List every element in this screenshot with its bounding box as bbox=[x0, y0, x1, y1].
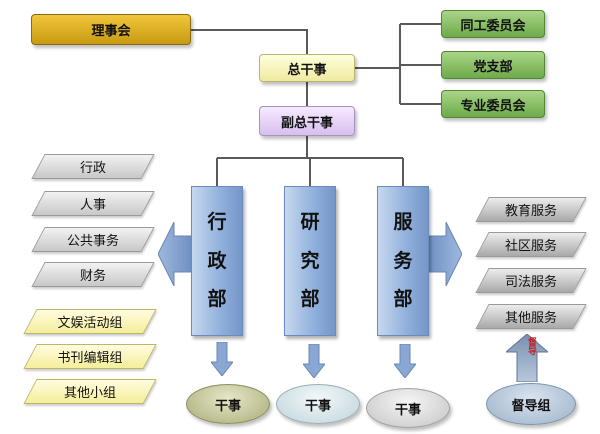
admin-unit-item: 行政 bbox=[38, 154, 148, 179]
down-arrow-icon bbox=[211, 342, 233, 376]
admin-unit-item: 人事 bbox=[38, 191, 148, 216]
down-arrow-icon bbox=[394, 344, 416, 378]
research-unit-item: 文娱活动组 bbox=[30, 309, 150, 334]
committee-label: 党支部 bbox=[473, 59, 513, 75]
right-arrow-icon bbox=[428, 222, 462, 286]
dept-char: 部 bbox=[393, 288, 413, 311]
board-box: 理事会 bbox=[31, 14, 191, 45]
staff-ellipse: 干事 bbox=[186, 384, 270, 424]
research-department: 研 究 部 bbox=[284, 186, 336, 336]
service-unit-label: 司法服务 bbox=[504, 275, 557, 290]
supervision-arrow-label: 督导 bbox=[526, 337, 536, 355]
dept-char: 部 bbox=[300, 288, 320, 311]
research-unit-label: 其他小组 bbox=[63, 386, 116, 401]
service-unit-item: 其他服务 bbox=[482, 304, 580, 329]
admin-unit-label: 财务 bbox=[79, 269, 106, 284]
down-arrow-icon bbox=[303, 344, 325, 378]
supervision-group-label: 督导组 bbox=[511, 398, 551, 414]
up-arrow-icon bbox=[506, 334, 548, 382]
dept-char: 研 bbox=[300, 210, 320, 233]
staff-label: 干事 bbox=[394, 402, 421, 418]
admin-department: 行 政 部 bbox=[191, 186, 243, 336]
dept-char: 服 bbox=[393, 210, 413, 233]
research-unit-label: 文娱活动组 bbox=[57, 316, 123, 331]
dept-char: 行 bbox=[207, 210, 227, 233]
committee-box-colleague: 同工委员会 bbox=[441, 10, 545, 38]
service-unit-label: 其他服务 bbox=[504, 311, 557, 326]
deputy-secretary-general-label: 副总干事 bbox=[280, 115, 333, 131]
research-unit-item: 其他小组 bbox=[30, 379, 150, 404]
dept-char: 政 bbox=[207, 249, 227, 272]
admin-unit-item: 财务 bbox=[38, 262, 148, 287]
secretary-general-label: 总干事 bbox=[287, 62, 327, 78]
committee-box-party-branch: 党支部 bbox=[441, 51, 545, 79]
dept-char: 部 bbox=[207, 288, 227, 311]
admin-unit-label: 人事 bbox=[79, 198, 106, 213]
admin-unit-item: 公共事务 bbox=[38, 227, 148, 252]
staff-ellipse: 干事 bbox=[276, 384, 360, 424]
board-label: 理事会 bbox=[91, 24, 131, 39]
service-unit-label: 社区服务 bbox=[504, 239, 557, 254]
service-unit-item: 司法服务 bbox=[482, 268, 580, 293]
dept-char: 究 bbox=[300, 249, 320, 272]
committee-box-professional: 专业委员会 bbox=[441, 90, 545, 118]
research-unit-item: 书刊编辑组 bbox=[30, 344, 150, 369]
staff-label: 干事 bbox=[304, 398, 331, 414]
service-department: 服 务 部 bbox=[377, 186, 429, 336]
service-unit-item: 社区服务 bbox=[482, 232, 580, 257]
left-arrow-icon bbox=[158, 222, 192, 286]
supervision-group-ellipse: 督导组 bbox=[486, 383, 576, 425]
research-unit-label: 书刊编辑组 bbox=[57, 351, 123, 366]
deputy-secretary-general-box: 副总干事 bbox=[259, 106, 355, 136]
staff-ellipse: 干事 bbox=[366, 388, 450, 428]
admin-unit-label: 公共事务 bbox=[66, 234, 119, 249]
admin-unit-label: 行政 bbox=[79, 161, 106, 176]
committee-label: 专业委员会 bbox=[460, 98, 526, 114]
service-unit-label: 教育服务 bbox=[504, 204, 557, 219]
service-unit-item: 教育服务 bbox=[482, 197, 580, 222]
dept-char: 务 bbox=[393, 249, 413, 272]
committee-label: 同工委员会 bbox=[460, 18, 526, 34]
secretary-general-box: 总干事 bbox=[259, 54, 355, 82]
staff-label: 干事 bbox=[214, 398, 241, 414]
